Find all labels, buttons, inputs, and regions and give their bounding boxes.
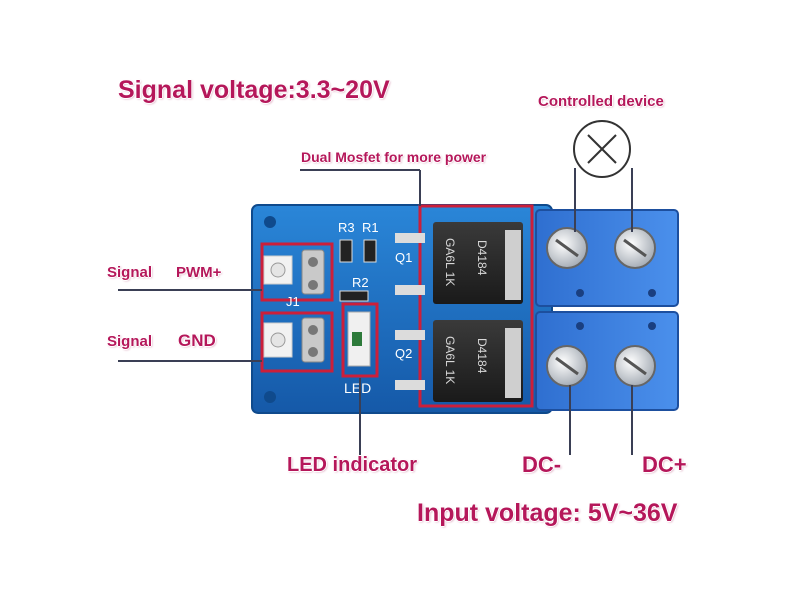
lamp-icon [573,120,631,178]
gnd-label: GND [178,331,216,350]
led-component [341,302,379,378]
q2-marking-1: D4184 [475,338,489,374]
terminal-block-input [535,311,679,411]
dc-minus-label: DC- [522,452,562,477]
controlled-device-label: Controlled device [538,93,664,110]
silk-j1: J1 [286,294,300,309]
silk-r1: R1 [362,220,379,235]
signal-label-pwm: Signal [107,264,153,281]
input-voltage-label: Input voltage: 5V~36V [417,499,678,527]
mosfet-highlight-box [418,204,534,408]
mosfet-q2: D4184 GA6L 1K [395,320,523,402]
dual-mosfet-label: Dual Mosfet for more power [301,149,487,165]
pwm-header [260,242,334,302]
gnd-header [260,311,334,373]
signal-label-gnd: Signal [107,333,153,350]
q1-marking-2: GA6L 1K [443,238,457,286]
q1-marking-1: D4184 [475,240,489,276]
dc-plus-label: DC+ [642,452,687,477]
silk-led: LED [344,380,371,396]
signal-voltage-label: Signal voltage:3.3~20V [118,76,390,104]
silk-q1: Q1 [395,250,412,265]
pwm-label: PWM+ [176,264,222,281]
silk-q2: Q2 [395,346,412,361]
silk-r3: R3 [338,220,355,235]
wires [118,168,633,455]
terminal-block-output [535,209,679,307]
led-indicator-label: LED indicator [287,454,418,476]
mosfet-q1: D4184 GA6L 1K [395,222,523,304]
resistors [339,239,377,302]
silk-r2: R2 [352,275,369,290]
q2-marking-2: GA6L 1K [443,336,457,384]
